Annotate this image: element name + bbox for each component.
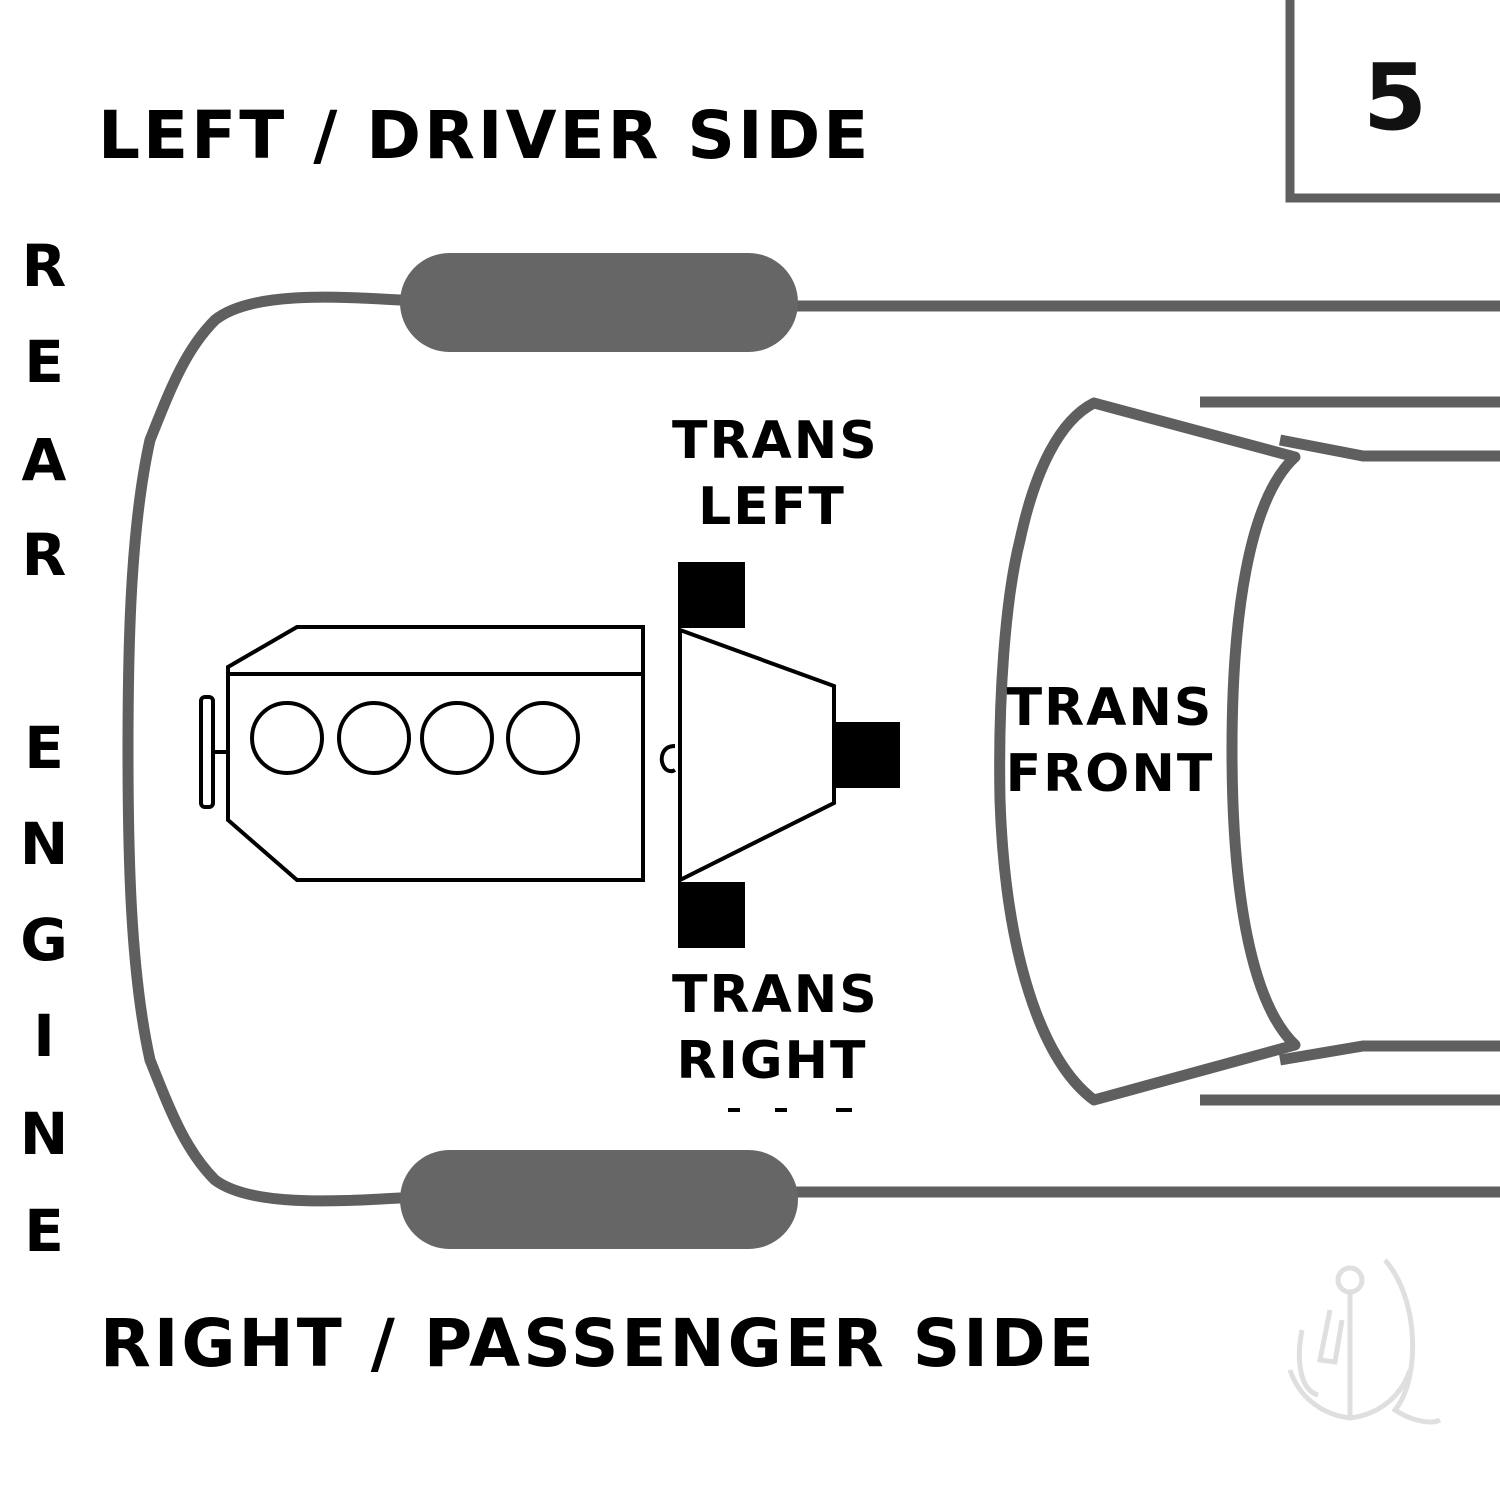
frame-rail-lower [1200,1040,1500,1106]
engine-block [199,625,645,882]
vertical-letter: E [24,714,64,782]
vertical-letter: I [33,1002,55,1070]
cropped-text-fragment [728,1108,852,1112]
vertical-letter: A [21,426,67,494]
frame-rail-upper [1200,396,1500,462]
left-driver-side-label: LEFT / DRIVER SIDE [98,97,872,174]
trans-front-crossmember [994,397,1301,1106]
vertical-letter: G [20,906,68,974]
vertical-letter: E [24,328,64,396]
trans-left-mount [678,562,745,628]
vertical-letter: N [19,810,69,878]
trans-left-label-line2: LEFT [698,477,846,537]
trans-right-mount [678,882,745,948]
vertical-letter: R [21,521,67,589]
anchor-logo-watermark [1287,1258,1442,1425]
trans-rear-mount [834,722,900,788]
right-passenger-side-label: RIGHT / PASSENGER SIDE [100,1305,1097,1382]
vehicle-body-outline [122,291,406,1207]
diagram-number-box [1285,0,1500,203]
tire-right-rear [400,1150,798,1249]
vertical-letter: N [19,1100,69,1168]
tire-left-rear [400,253,798,352]
vertical-letter: E [24,1197,64,1265]
vertical-letter: R [21,232,67,300]
trans-front-label-line1: TRANS [1006,678,1214,738]
trans-right-label-line2: RIGHT [676,1031,868,1091]
trans-front-label-line2: FRONT [1005,744,1215,804]
trans-right-label-line1: TRANS [672,965,879,1025]
diagram-number: 5 [1362,44,1427,151]
trans-left-label-line1: TRANS [672,411,879,471]
transmission [659,627,836,884]
